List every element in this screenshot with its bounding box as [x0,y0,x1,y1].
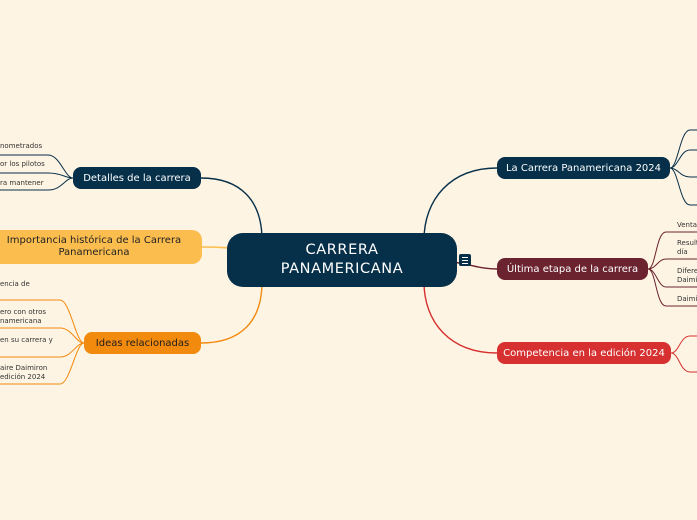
link-detalles-sub3 [0,177,74,191]
topic-detalles-de-la-carrera[interactable]: Detalles de la carrera [73,167,201,189]
subtopic-detalles-3[interactable]: ra mantener [0,179,44,187]
subtopic-ideas-2[interactable]: ero con otros namericana [0,308,47,325]
central-topic-label: CARRERA PANAMERICANA [280,242,404,277]
subtopic-detalles-1[interactable]: nometrados [0,142,43,150]
topic-label: Última etapa de la carrera [506,263,639,275]
link-ideas-sub3 [0,342,85,358]
topic-label: La Carrera Panamericana 2024 [505,162,662,174]
topic-ultima-etapa[interactable]: Última etapa de la carrera [497,258,648,280]
topic-competencia-2024[interactable]: Competencia en la edición 2024 [497,342,671,364]
central-topic[interactable]: CARRERA PANAMERICANA [227,233,457,287]
topic-ideas-relacionadas[interactable]: Ideas relacionadas [84,332,201,354]
link-ideas-sub4 [0,342,85,385]
topic-label: Detalles de la carrera [83,172,191,184]
subtopic-ultima-1[interactable]: Venta [677,221,697,229]
link-ultima-sub4 [647,268,697,307]
link-ideas-sub2 [0,327,85,344]
subtopic-ultima-3[interactable]: Difere Daimi [677,267,697,284]
topic-importancia-historica[interactable]: Importancia histórica de la Carrera Pana… [0,230,202,264]
link-carrera24-sub3 [669,167,697,178]
link-competencia-sub2 [670,352,697,373]
notes-icon[interactable] [459,254,471,266]
link-competencia [423,281,498,354]
subtopic-ultima-2[interactable]: Result día [677,239,697,256]
link-detalles-sub2 [0,172,74,179]
link-ideas [200,281,263,344]
topic-label: Competencia en la edición 2024 [503,347,665,359]
topic-la-carrera-panamericana-2024[interactable]: La Carrera Panamericana 2024 [497,157,670,179]
subtopic-detalles-2[interactable]: or los pilotos [0,160,45,168]
link-ultima-sub2 [647,258,697,270]
subtopic-ideas-4[interactable]: aire Daimiron edición 2024 [0,364,48,381]
link-detalles [200,177,263,241]
subtopic-ideas-3[interactable]: en su carrera y [0,336,53,344]
subtopic-ultima-4[interactable]: Daimi [677,295,697,303]
link-competencia-sub1 [670,335,697,354]
link-carrera24-sub4 [669,167,697,206]
link-detalles-sub1 [0,154,74,179]
topic-label: Ideas relacionadas [95,337,190,349]
subtopic-ideas-1[interactable]: encia de [0,280,30,288]
link-carrera24-sub1 [669,129,697,169]
topic-label: Importancia histórica de la Carrera Pana… [6,235,182,258]
link-carrera24-sub2 [669,149,697,169]
link-ideas-sub1 [0,299,85,344]
link-carrera24 [423,167,498,241]
link-ultima-sub1 [647,231,697,270]
